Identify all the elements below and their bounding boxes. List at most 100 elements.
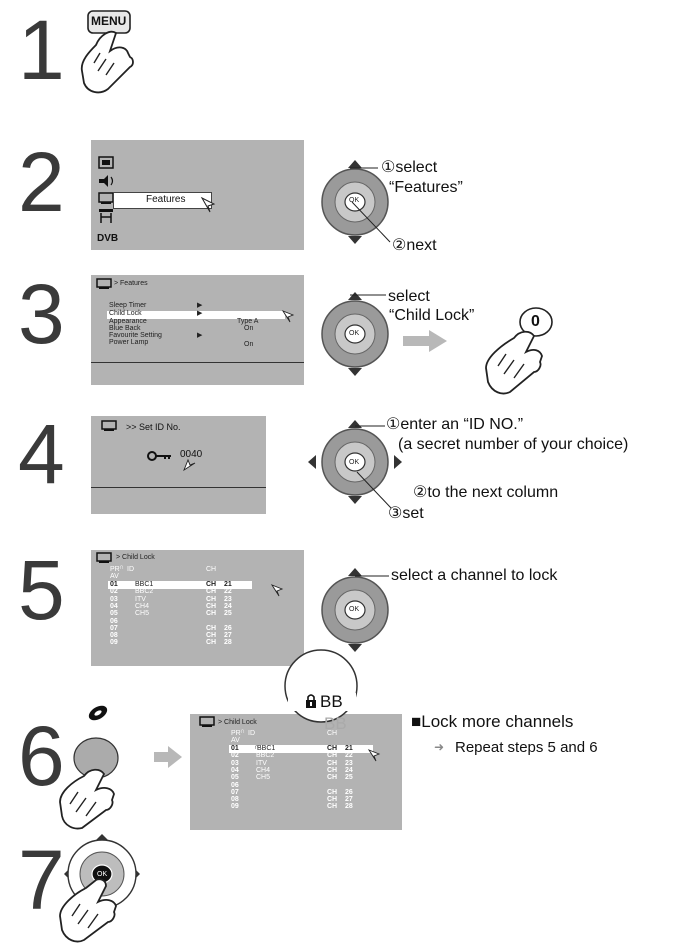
set-id-screen [91,416,266,514]
pointer-icon [270,584,284,597]
callout-line [355,575,389,577]
row-num: 23 [224,595,232,603]
dpad-icon[interactable] [318,566,392,656]
features-item-power-lamp: Power Lamp [109,339,149,346]
callout-lines [350,167,391,243]
features-screen [91,275,304,385]
row-num: 22 [345,752,353,760]
row-num: 23 [345,759,353,767]
row-ch: CH [327,752,338,760]
row-ch: CH [327,803,338,811]
zoom-bubble [284,649,358,723]
callout-line [350,294,386,296]
header-ch: CH [206,566,217,573]
value-appearance: Type A [237,318,259,325]
selected-row-highlight[interactable] [229,744,373,753]
row-id: BBC1 [257,745,276,752]
callout-lines [355,425,392,509]
right-arrow-icon [403,330,447,352]
key-icon [147,451,171,461]
row-pr: 01 [231,745,239,752]
right-arrow-icon [154,746,182,768]
annotation-child-lock: “Child Lock” [389,307,475,324]
step-number-4: 4 [18,407,65,501]
features-highlight[interactable] [113,192,212,209]
child-lock-title: > Child Lock [218,719,257,726]
pointer-icon [200,196,216,213]
row-pr: 05 [110,610,118,618]
colour-button-hand-icon[interactable] [56,690,142,830]
header-pr: PR [231,730,241,737]
child-lock-tv-icon [199,716,215,727]
child-lock-screen-locked [190,714,402,830]
zoom-highlight-row [288,693,356,711]
row-num: 21 [224,581,232,588]
dpad-icon[interactable] [318,158,392,248]
row-num: 26 [345,788,353,796]
row-pr: 06 [110,617,118,625]
annotation-select-channel: select a channel to lock [391,567,558,584]
setup-icon [99,209,113,223]
arrow-favourite: ▶ [197,332,203,339]
row-num: 25 [224,610,232,618]
row-num: 27 [224,632,232,640]
child-lock-screen [91,550,304,666]
row-pr: 05 [231,774,239,782]
row-ch: CH [327,766,338,774]
row-ch: CH [206,624,217,632]
id-value[interactable]: 0040 [180,449,203,460]
row-pr: 04 [110,602,118,610]
header-lock-icon: ∩ [119,564,125,571]
step-number-1: 1 [18,3,65,97]
row-pr: 06 [231,781,239,789]
row-id: CH5 [256,774,271,782]
value-blue-back: On [244,325,254,332]
features-title: > Features [114,280,148,287]
features-item-child-lock: Child Lock [109,310,142,317]
header-id: ID [248,730,255,737]
zero-button-hand-icon[interactable] [478,304,566,396]
step-number-6: 6 [18,709,65,803]
ok-button-hand-icon[interactable] [56,832,148,944]
row-pr: 03 [110,595,118,603]
row-num: 24 [224,602,232,610]
row-pr: 03 [231,759,239,767]
dpad-icon[interactable] [318,290,392,380]
row-pr: 09 [231,803,239,811]
sound-icon [99,175,114,187]
menu-button-hand-icon[interactable] [70,5,160,100]
dpad-icon[interactable] [306,418,404,508]
features-label: Features [146,194,186,205]
step-number-2: 2 [18,135,65,229]
lock-more-subtext: Repeat steps 5 and 6 [455,739,598,756]
row-ch: CH [206,581,217,588]
row-ch: CH [206,610,217,618]
annotation-secret: (a secret number of your choice) [398,436,629,453]
set-id-divider [91,487,266,488]
annotation-select: ①select [381,159,438,176]
selected-row-highlight[interactable] [108,580,252,589]
lock-icon [306,694,316,708]
features-divider [91,362,304,363]
row-pr: 07 [110,624,118,632]
header-lock-icon: ∩ [240,728,246,735]
child-lock-tv-icon [96,552,112,563]
child-lock-highlight[interactable] [107,311,285,319]
row-id: BBC1 [135,581,154,588]
annotation-next: ②next [392,237,437,254]
header-id: ID [127,566,134,573]
features-item-blue-back: Blue Back [109,325,141,332]
row-num: 27 [345,796,353,804]
row-pr: 08 [110,632,118,640]
features-tv-icon [96,278,112,289]
row-id: BBC2 [256,752,275,760]
annotation-features: “Features” [389,179,463,196]
row-pr: 04 [231,766,239,774]
row-ch: CH [327,759,338,767]
features-item-appearance: Appearance [109,318,147,325]
row-num: 21 [345,745,353,752]
row-ch: CH [327,745,338,752]
features-item-favourite-setting: Favourite Setting [109,332,162,339]
annotation-next-column: ②to the next column [413,484,559,501]
header-av: AV [110,573,119,580]
